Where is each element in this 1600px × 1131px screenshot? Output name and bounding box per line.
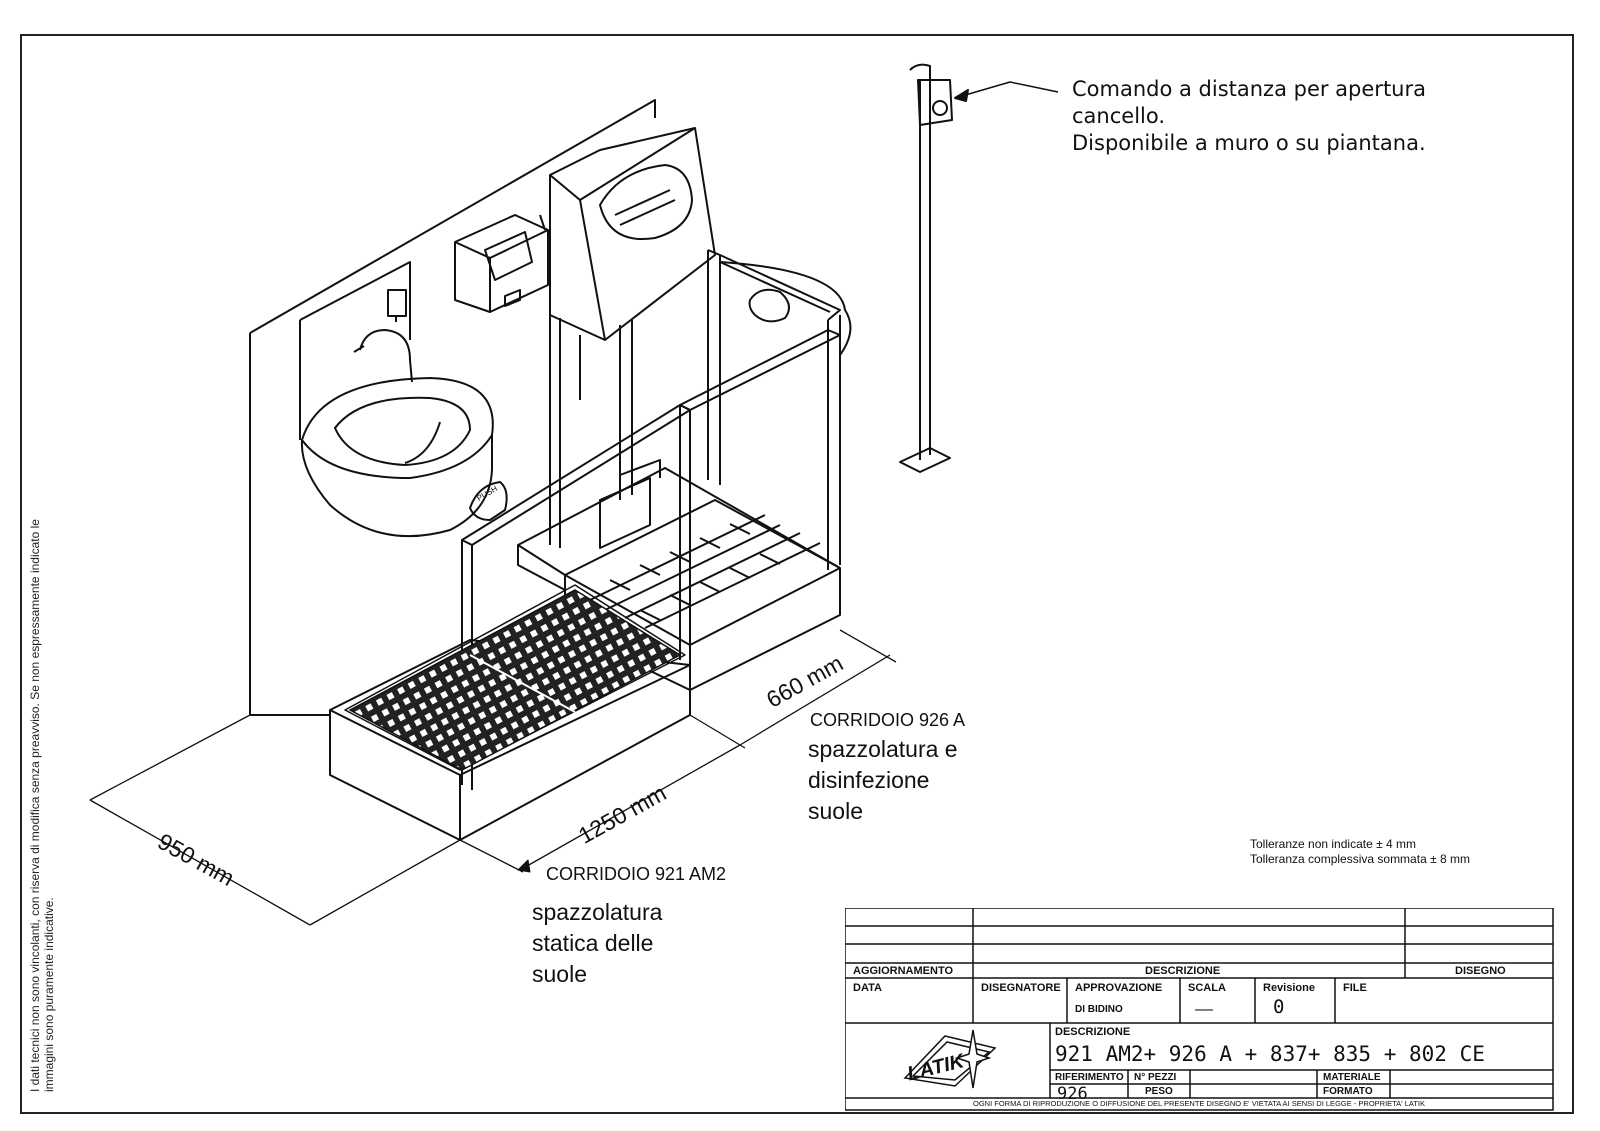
- corridor-921am2-desc-3: suole: [532, 961, 587, 987]
- disclaimer-line-1: I dati tecnici non sono vincolanti, con …: [28, 519, 42, 1092]
- label-peso: PESO: [1145, 1086, 1173, 1097]
- dimension-lines: [89, 629, 897, 926]
- copyright-footer: OGNI FORMA DI RIPRODUZIONE O DIFFUSIONE …: [973, 1099, 1425, 1108]
- gate-housing: [549, 127, 716, 548]
- label-disegno: DISEGNO: [1455, 965, 1506, 977]
- label-n-pezzi: N° PEZZI: [1134, 1072, 1177, 1083]
- label-formato: FORMATO: [1323, 1086, 1373, 1097]
- callout-line-3: Disponibile a muro o su piantana.: [1072, 131, 1426, 155]
- corridor-921am2-name: CORRIDOIO 921 AM2: [546, 864, 727, 884]
- label-revisione: Revisione: [1263, 982, 1315, 994]
- corridor-926a-desc-2: disinfezione: [808, 767, 930, 793]
- remote-control-callout: Comando a distanza per apertura cancello…: [1072, 76, 1426, 157]
- logo-text: LATIK: [905, 1050, 968, 1086]
- riferimento-value: 926: [1057, 1084, 1088, 1104]
- callout-line-2: cancello.: [1072, 104, 1166, 128]
- label-disegnatore: DISEGNATORE: [981, 982, 1061, 994]
- label-descrizione: DESCRIZIONE: [1055, 1026, 1131, 1038]
- label-descrizione-header: DESCRIZIONE: [1145, 965, 1221, 977]
- latik-logo: LATIK: [885, 1028, 1005, 1090]
- tolerance-line-1: Tolleranze non indicate ± 4 mm: [1250, 837, 1417, 851]
- label-riferimento: RIFERIMENTO: [1055, 1072, 1124, 1083]
- drawing-frame: [20, 34, 1574, 1114]
- label-data: DATA: [853, 982, 882, 994]
- disclaimer-line-2: immagini sono puramente indicative.: [42, 897, 56, 1092]
- title-block: AGGIORNAMENTO DESCRIZIONE DISEGNO DATA D…: [845, 908, 1555, 1113]
- corridor-921am2-description: spazzolatura statica delle suole: [532, 897, 662, 990]
- tolerances-note: Tolleranze non indicate ± 4 mm Tolleranz…: [1250, 837, 1470, 867]
- revisione-value: 0: [1273, 996, 1285, 1018]
- corridor-921am2-desc-1: spazzolatura: [532, 899, 663, 925]
- label-materiale: MATERIALE: [1323, 1072, 1381, 1083]
- label-approvazione: APPROVAZIONE: [1075, 982, 1163, 994]
- corridor-926a-name: CORRIDOIO 926 A: [810, 710, 966, 730]
- corridor-921am2-desc-2: statica delle: [532, 930, 654, 956]
- label-file: FILE: [1343, 982, 1367, 994]
- sink-unit: [300, 289, 508, 538]
- title-block-grid: [845, 908, 1554, 1111]
- corridor-926a: [517, 459, 841, 691]
- callout-line-1: Comando a distanza per apertura: [1072, 77, 1426, 101]
- remote-post: [899, 63, 953, 473]
- callout-leader: [954, 81, 1059, 99]
- scala-value: ——: [1195, 1000, 1214, 1018]
- railing: [461, 249, 852, 790]
- label-scala: SCALA: [1188, 982, 1226, 994]
- label-aggiornamento: AGGIORNAMENTO: [853, 965, 954, 977]
- descrizione-value: 921 AM2+ 926 A + 837+ 835 + 802 CE: [1055, 1042, 1485, 1066]
- tolerance-line-2: Tolleranza complessiva sommata ± 8 mm: [1250, 852, 1470, 866]
- hand-dryer: [454, 214, 549, 313]
- corridor-926a-description: spazzolatura e disinfezione suole: [808, 734, 958, 827]
- corridor-926a-desc-1: spazzolatura e: [808, 736, 958, 762]
- approvazione-value: DI BIDINO: [1075, 1004, 1123, 1015]
- disclaimer-note: I dati tecnici non sono vincolanti, con …: [28, 452, 56, 1092]
- corridor-926a-desc-3: suole: [808, 798, 863, 824]
